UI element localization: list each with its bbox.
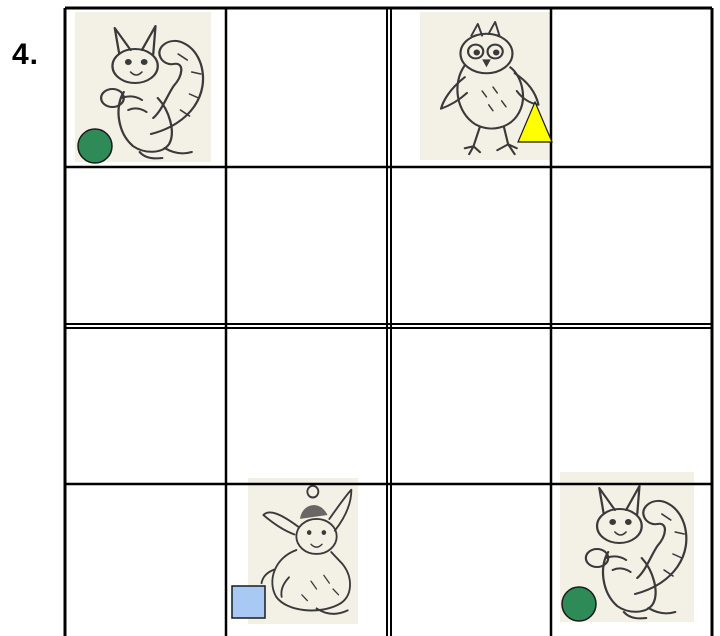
owl-pupil — [493, 50, 499, 56]
squirrel-eye — [125, 59, 132, 65]
green-circle — [78, 129, 112, 163]
owl-pupil — [473, 50, 479, 56]
squirrel-eye — [609, 519, 616, 525]
squirrel-eye — [141, 59, 148, 65]
hare-eye — [307, 530, 312, 535]
hare-eye — [322, 530, 327, 535]
squirrel-eye — [625, 519, 632, 525]
green-circle — [562, 587, 596, 621]
blue-square — [232, 586, 265, 618]
